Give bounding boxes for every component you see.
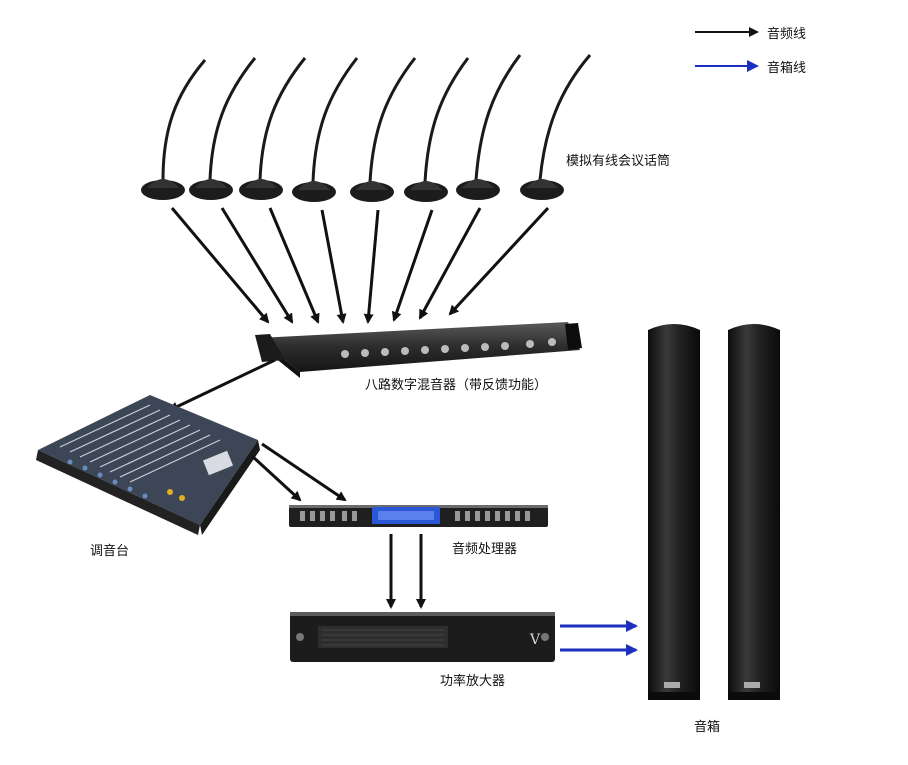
legend [695, 27, 759, 72]
legend-speaker-line-label: 音箱线 [767, 61, 807, 76]
mixing-console-device [36, 395, 260, 535]
microphones-label: 模拟有线会议话筒 [566, 154, 671, 169]
arrow-mic7 [418, 207, 482, 320]
arrow-mic3 [268, 207, 320, 324]
microphone-1 [141, 59, 207, 200]
mic-to-mixer-arrows [170, 206, 550, 324]
microphone-2 [189, 57, 257, 200]
speakers-label: 音箱 [694, 720, 721, 735]
mixing-console-label: 调音台 [90, 544, 130, 559]
microphone-5 [350, 57, 417, 202]
arrow-console-to-processor-1 [250, 454, 302, 502]
audio-processor-device [289, 505, 548, 527]
microphone-7 [456, 54, 522, 200]
audio-processor-label: 音频处理器 [452, 542, 518, 557]
arrow-mic1 [170, 207, 270, 324]
column-speaker-right [728, 324, 780, 700]
arrow-mic5 [363, 209, 380, 324]
arrow-console-to-processor-2 [261, 442, 347, 502]
microphone-4 [292, 57, 359, 202]
digital-mixer-device [255, 322, 582, 378]
legend-audio-line-label: 音频线 [767, 27, 807, 42]
amplifier-to-speaker-arrows [560, 620, 638, 656]
arrow-mic6 [391, 209, 434, 322]
microphones [141, 54, 592, 202]
console-to-processor-arrows [250, 442, 347, 502]
svg-text:V: V [529, 632, 541, 648]
digital-mixer-label: 八路数字混音器（带反馈功能） [365, 378, 548, 393]
speakers [648, 324, 780, 700]
arrow-mic2 [220, 207, 294, 324]
power-amplifier-device: V [290, 612, 555, 662]
arrow-mixer-to-console [168, 358, 276, 412]
microphone-8 [520, 54, 592, 200]
arrow-mic8 [448, 206, 550, 316]
microphone-3 [239, 57, 307, 200]
arrow-mic4 [320, 209, 347, 324]
column-speaker-left [648, 324, 700, 700]
power-amplifier-label: 功率放大器 [440, 674, 506, 689]
processor-to-amplifier-arrows [386, 534, 426, 609]
microphone-6 [404, 57, 470, 202]
